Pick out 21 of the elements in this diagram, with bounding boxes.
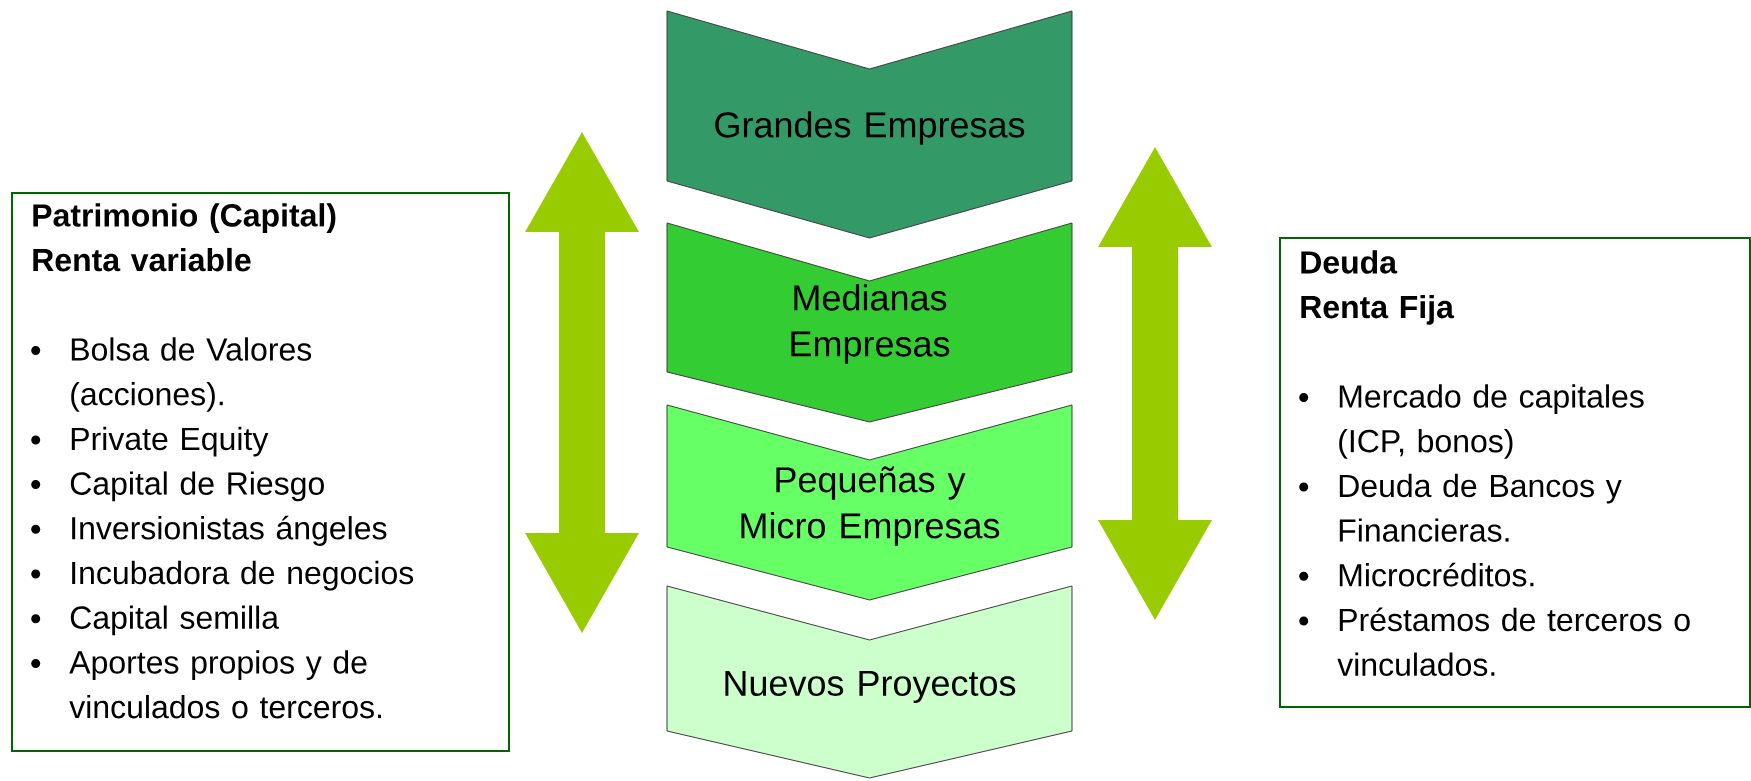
box-heading: Renta variable	[33, 247, 251, 272]
list-item: Aportes propios y de vinculados o terceros.	[31, 650, 382, 719]
chevron-band: Nuevos Proyectos	[666, 585, 1073, 779]
list-item: Capital de Riesgo	[31, 471, 324, 502]
box-heading: Deuda	[1301, 250, 1398, 274]
list-item: Préstamos de terceros o vinculados.	[1299, 607, 1690, 676]
text-panel	[11, 192, 510, 752]
list-item: Private Equity	[31, 426, 269, 457]
chevron-band: Medianas Empresas	[666, 222, 1073, 423]
list-item: Deuda de Bancos y Financieras.	[1299, 473, 1622, 542]
chevron-band: Grandes Empresas	[666, 10, 1073, 239]
list-item: Microcréditos.	[1299, 562, 1534, 587]
list-item: Inversionistas ángeles	[31, 515, 387, 546]
box-heading: Renta Fija	[1301, 294, 1455, 325]
list-item: Mercado de capitales (ICP, bonos)	[1299, 384, 1644, 459]
list-item: Capital semilla	[31, 605, 279, 636]
list-item: Incubadora de negocios	[31, 560, 414, 591]
box-heading: Patrimonio (Capital)	[33, 203, 336, 233]
chevron-band: Pequeñas y Micro Empresas	[666, 404, 1073, 601]
text-panel	[1279, 237, 1751, 708]
list-item: Bolsa de Valores (acciones).	[31, 337, 312, 412]
